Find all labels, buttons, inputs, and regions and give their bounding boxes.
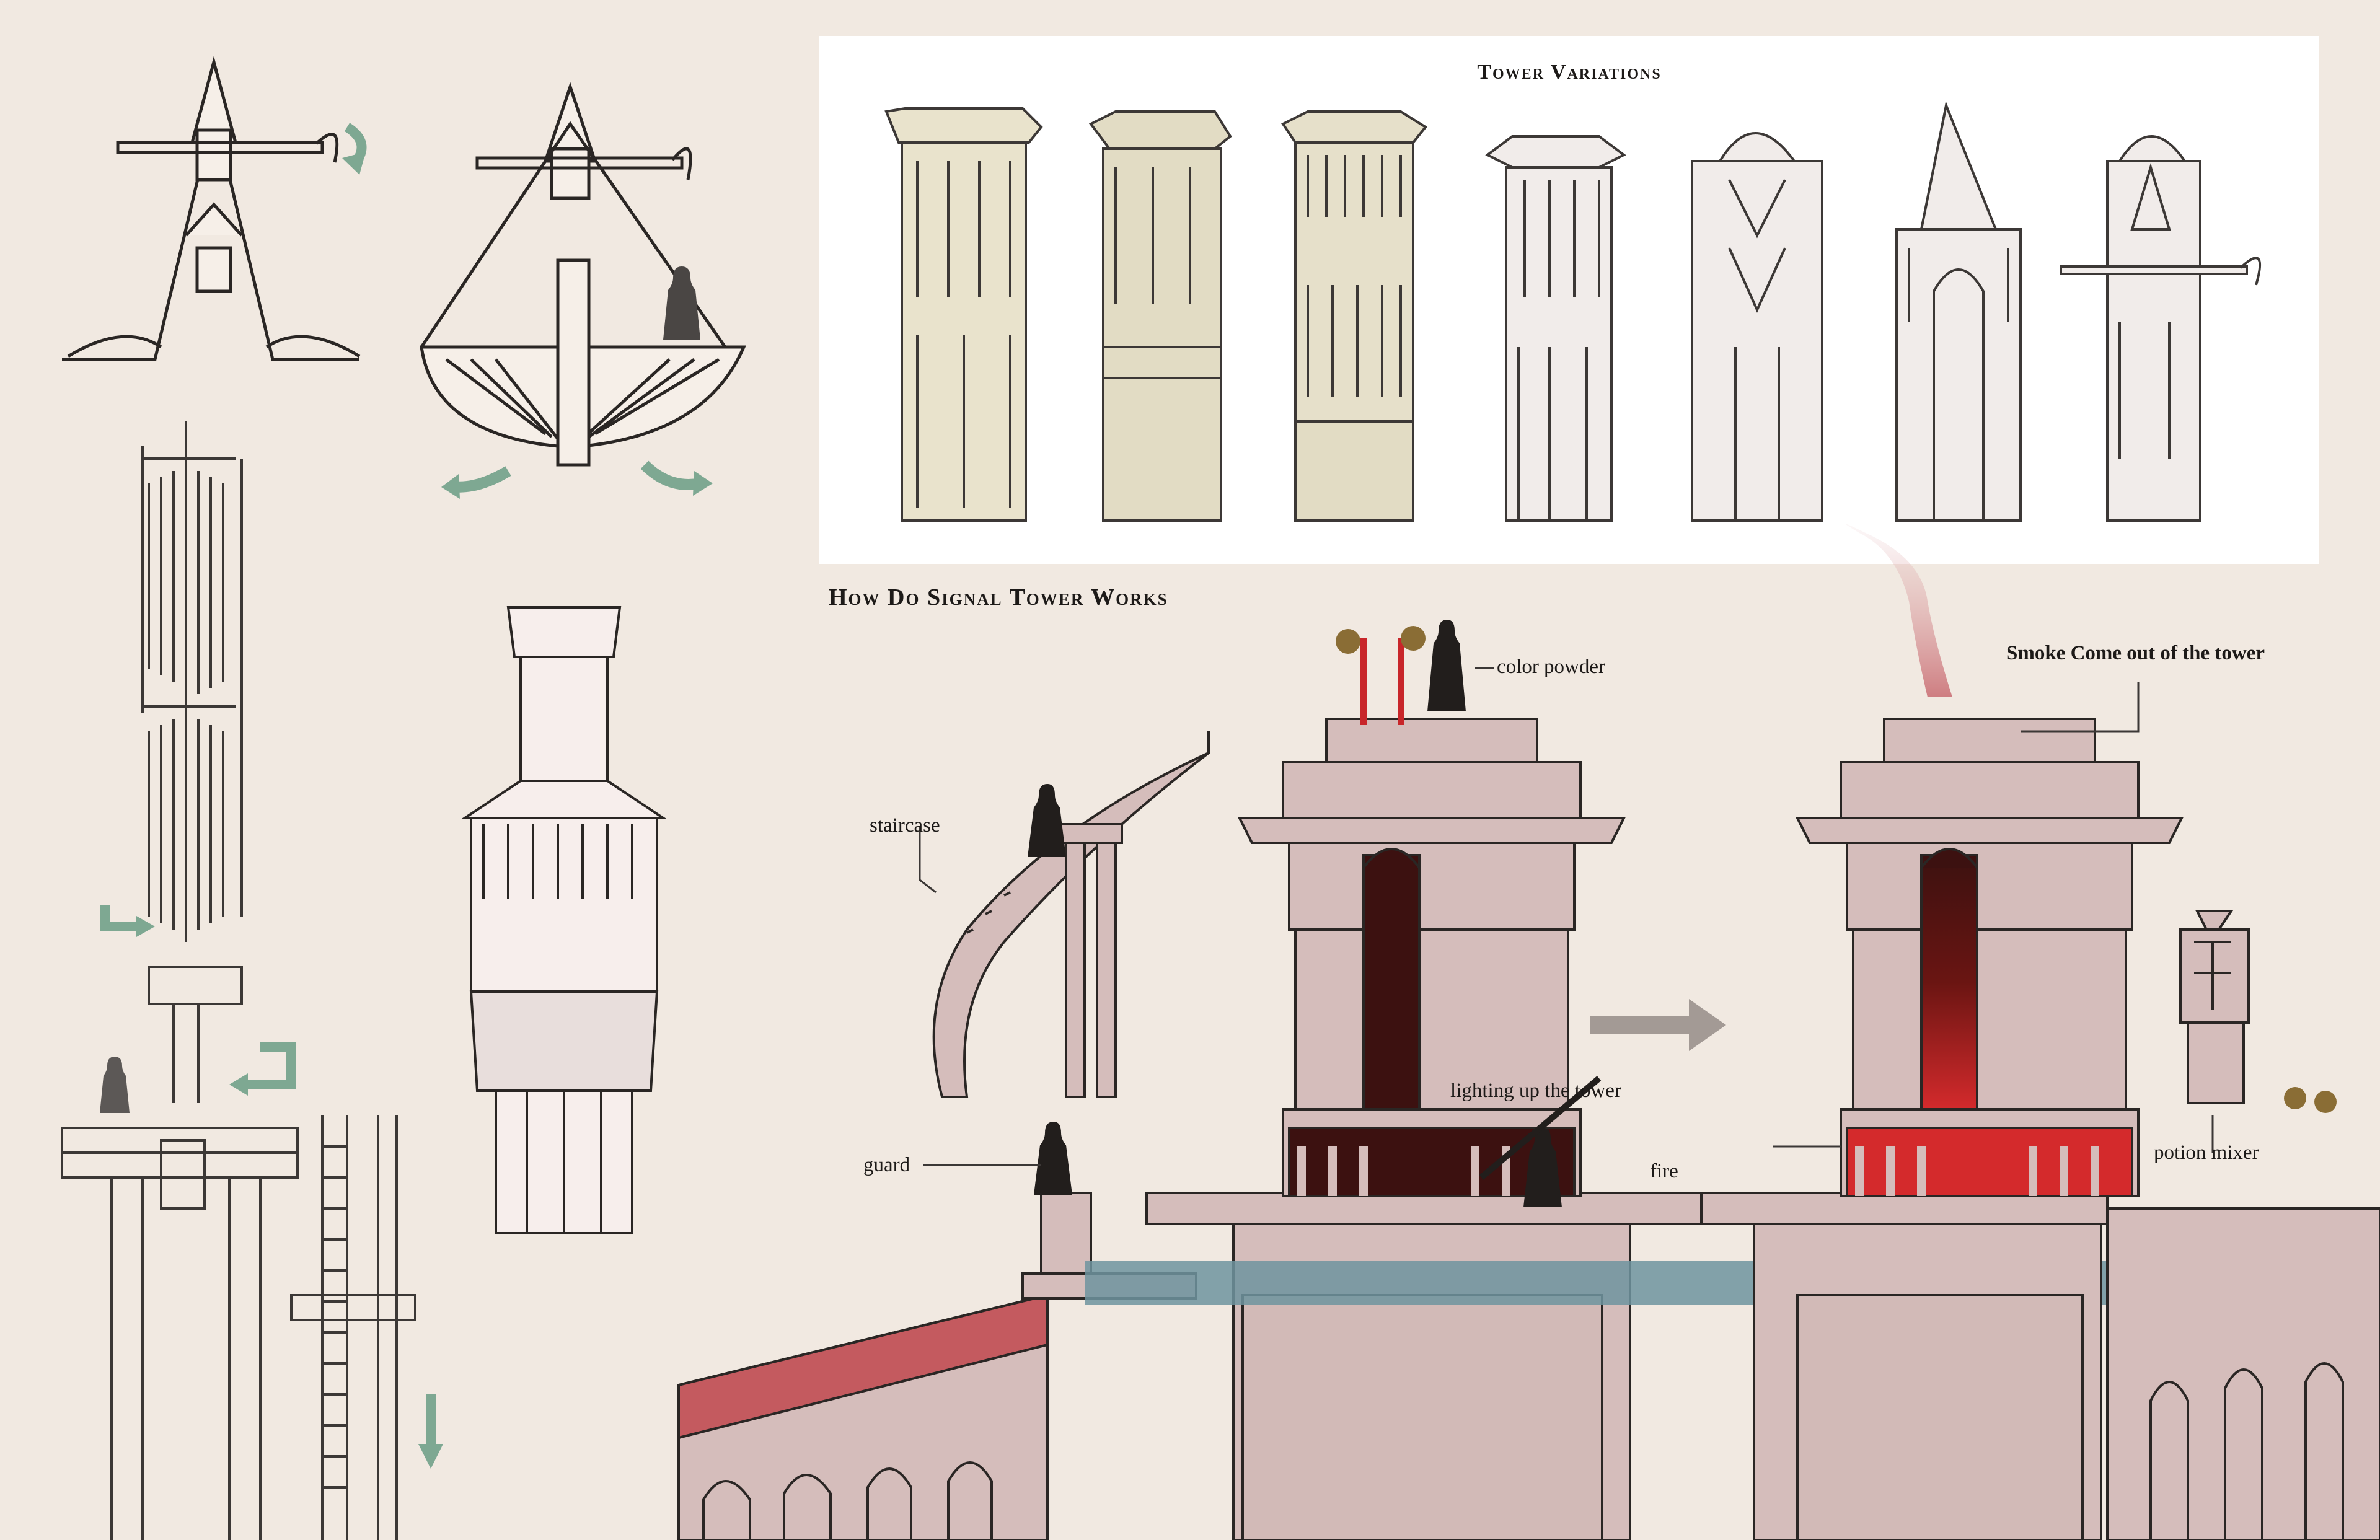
winged-statue-sketch-small [62, 56, 361, 361]
leader-lines [919, 667, 2214, 1166]
spread-arrowhead-left-icon [441, 474, 460, 499]
label-potion-mixer: potion mixer [2154, 1142, 2259, 1164]
torch-figure [1523, 1128, 1562, 1207]
potion-pot-2 [2314, 1091, 2337, 1113]
label-fire: fire [1650, 1160, 1678, 1182]
signal-tower-after [1700, 718, 2184, 1540]
tower-variation-4 [1485, 135, 1626, 522]
spiral-stair-sketch [141, 421, 243, 1103]
powder-figure [1427, 620, 1466, 711]
guard-figure [1034, 1122, 1072, 1195]
spread-arrow-left-icon [451, 466, 511, 493]
left-building-wall [677, 1293, 1049, 1540]
spread-arrowhead-right-icon [693, 471, 713, 496]
variations-title: Tower Variations [1477, 61, 1662, 84]
tower-variation-3 [1281, 110, 1427, 522]
color-powder-pot-1 [1336, 629, 1360, 654]
staircase-figure [1028, 784, 1066, 857]
turn-arrowhead-2-icon [229, 1073, 248, 1096]
tower-variation-5 [1691, 132, 1823, 522]
spread-arrow-right-icon [640, 460, 702, 490]
label-guard: guard [863, 1154, 910, 1176]
turn-arrow-2-icon [242, 1042, 296, 1089]
potion-pot-1 [2284, 1087, 2306, 1109]
color-powder-pot-2 [1401, 626, 1426, 651]
minaret-sketch [461, 606, 668, 1234]
winged-statue-sketch-open [420, 82, 746, 467]
ladder-sketch [290, 1115, 416, 1540]
smoke-plume [1845, 524, 1952, 697]
transition-arrowhead-icon [1689, 999, 1726, 1051]
rotate-arrowhead-icon [342, 152, 366, 175]
label-staircase: staircase [870, 814, 940, 837]
staircase-illustration [932, 731, 1210, 1098]
figure-silhouette [663, 266, 700, 340]
right-building-wall [2106, 1207, 2380, 1540]
tower-variation-2 [1088, 110, 1232, 522]
torch [1479, 1076, 1602, 1180]
turn-arrowhead-icon [136, 916, 155, 937]
transition-arrow-shaft [1590, 1016, 1692, 1034]
down-arrowhead-icon [418, 1444, 443, 1469]
color-powder-rod-1 [1360, 638, 1367, 725]
section-title: How Do Signal Tower Works [829, 584, 1168, 610]
label-color-powder: color powder [1497, 656, 1606, 678]
tower-base-sketch [61, 1127, 299, 1540]
color-powder-rod-2 [1398, 638, 1404, 725]
tower-variation-6 [1895, 101, 2022, 522]
label-smoke: Smoke Come out of the tower [2006, 642, 2265, 664]
tower-variation-7 [2060, 135, 2262, 522]
signal-tower-before [1145, 718, 1706, 1540]
potion-mixer [2179, 910, 2250, 1104]
turn-arrow-icon [100, 905, 143, 931]
guard-figure-small [100, 1057, 130, 1113]
label-lighting: lighting up the tower [1450, 1080, 1621, 1102]
tower-variation-1 [884, 107, 1043, 522]
